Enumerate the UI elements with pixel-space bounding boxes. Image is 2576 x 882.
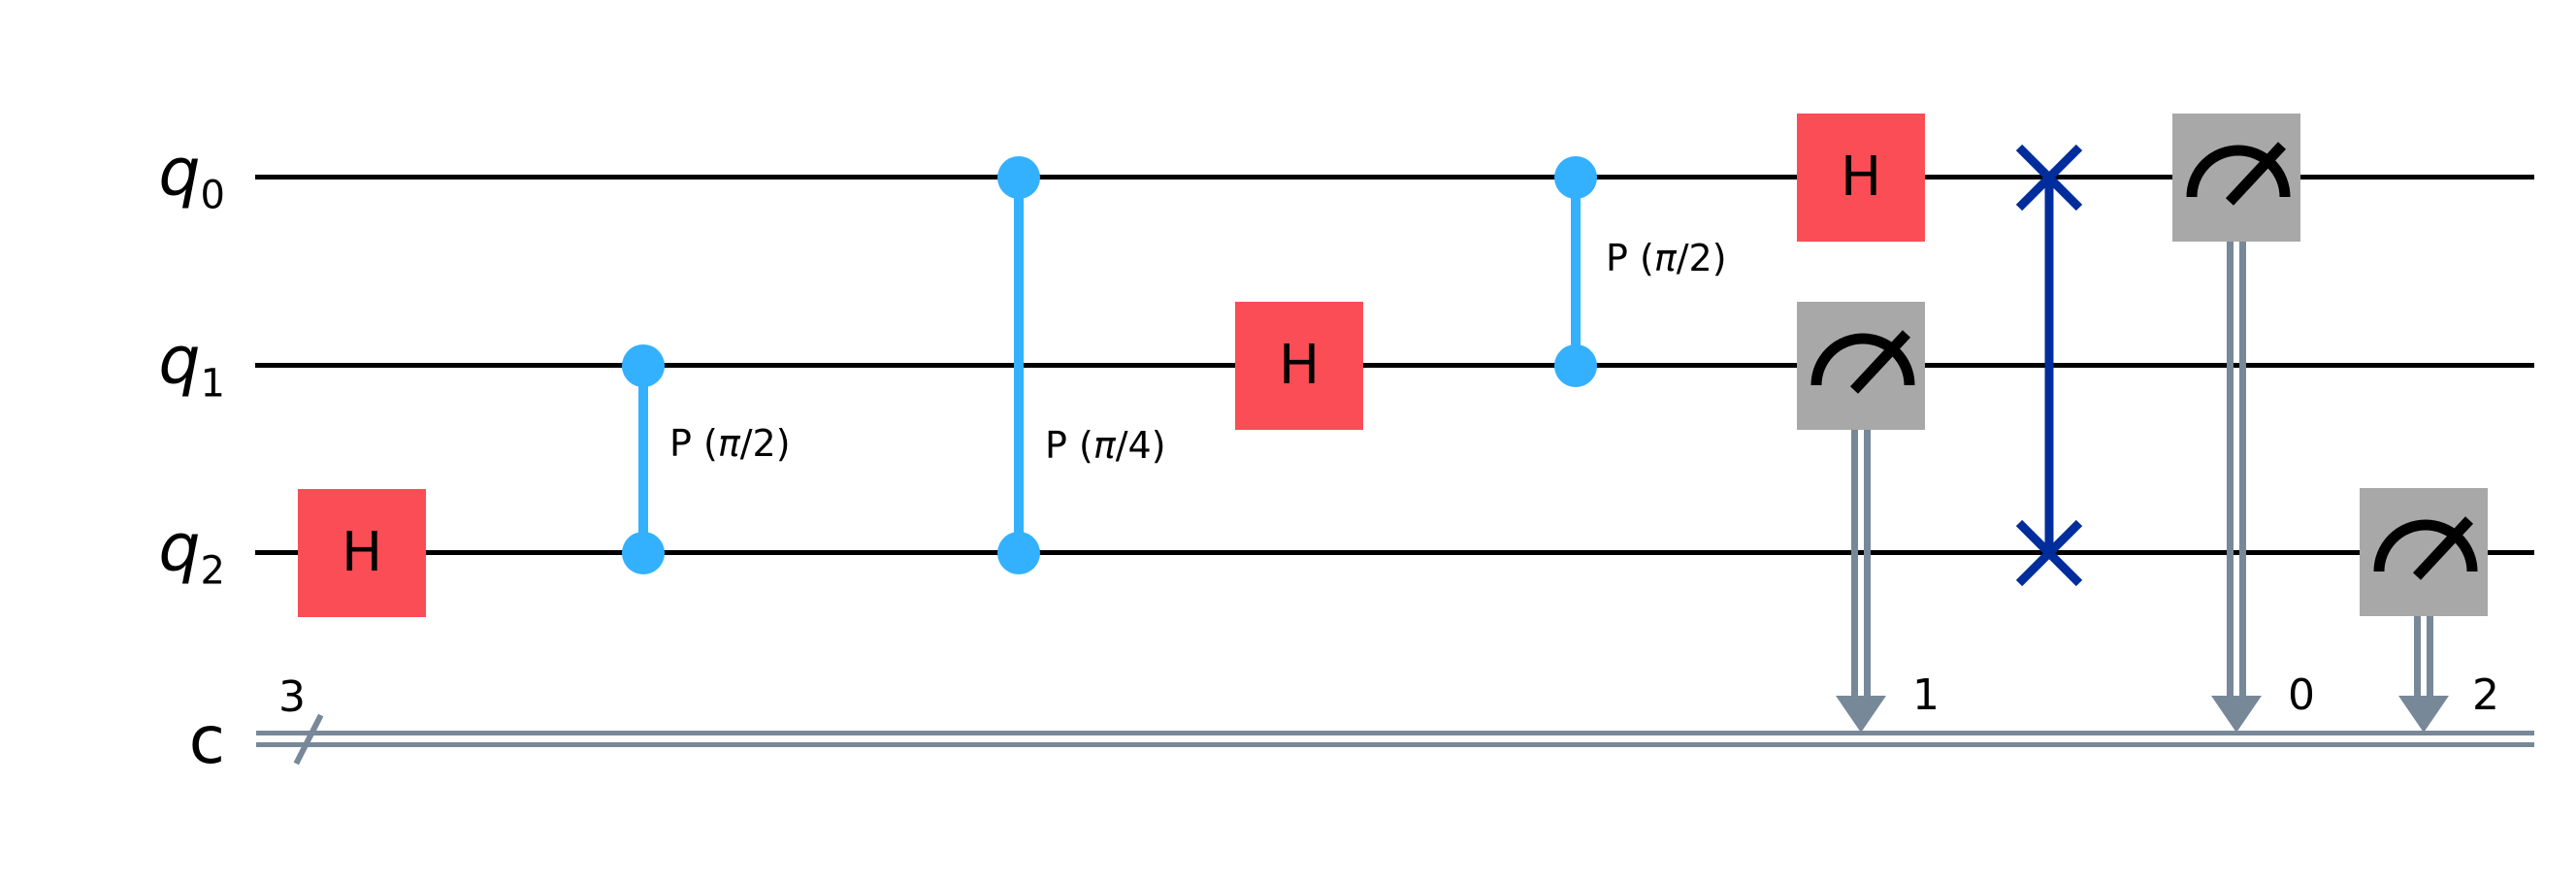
cp-gate-label: P (π/4) [1045,424,1166,468]
qubit-subscript: 1 [200,361,225,407]
cp-connector-line [638,366,648,553]
measure-wire-line [2239,242,2246,698]
cp-label-suffix: /4) [1115,424,1166,467]
qubit-label-q0: q0 [158,140,225,218]
control-dot-q2 [997,532,1040,574]
qubit-name: q [158,134,201,212]
h-gate-label: H [341,521,383,584]
control-dot-q1 [622,344,665,387]
measure-needle [2225,142,2287,206]
qubit-wire-q1 [255,363,2534,368]
clbit-index-label: 0 [2288,670,2315,720]
measure-gate-q1 [1797,302,1925,430]
swap-cross-q0 [2015,144,2083,212]
qubit-subscript: 2 [200,548,225,594]
measure-arrowhead [2398,696,2449,733]
clbit-index-label: 2 [2472,670,2499,720]
pi-symbol: π [1653,237,1677,279]
swap-gate [2015,144,2083,587]
measure-arc [2186,145,2291,198]
classical-size-label: 3 [278,672,306,722]
measure-icon [2373,516,2478,580]
measure-wire-line [2227,242,2234,698]
qubit-wire-q0 [255,175,2534,180]
pi-symbol: π [717,422,740,465]
measure-gate-q2 [2360,488,2488,616]
cp-label-suffix: /2) [1676,237,1727,279]
qubit-label-q2: q2 [158,515,225,594]
measure-arrowhead [1836,696,1886,733]
h-gate-q0: H [1797,114,1925,242]
clbit-index-label: 1 [1912,670,1940,720]
measure-arc [2373,519,2478,572]
cp-label-prefix: P ( [1606,237,1654,279]
measure-wire-line [2414,616,2421,698]
measure-gate-q0 [2172,114,2300,242]
measure-wire-line [1864,430,1871,698]
cp-gate-label: P (π/2) [1606,237,1727,280]
cp-label-prefix: P ( [669,422,718,465]
classical-wire-bottom [256,742,2534,747]
h-gate-q1: H [1235,302,1363,430]
control-dot-q0 [997,156,1040,199]
qubit-subscript: 0 [200,173,225,218]
h-gate-label: H [1278,334,1321,397]
measure-wire-line [2427,616,2433,698]
cp-connector-line [1014,178,1024,553]
control-dot-q1 [1554,344,1597,387]
measure-wire-line [1851,430,1858,698]
classical-label: c [189,708,225,774]
qubit-name: q [158,509,201,587]
measure-arrowhead [2211,696,2262,733]
swap-cross-q2 [2015,519,2083,587]
measure-icon [1810,330,1915,394]
cp-gate-label: P (π/2) [669,422,791,466]
qubit-wire-q2 [255,550,2534,555]
control-dot-q2 [622,532,665,574]
measure-needle [2412,516,2474,580]
h-gate-label: H [1840,146,1882,209]
measure-arc [1810,333,1915,386]
h-gate-q2: H [298,489,426,617]
cp-label-suffix: /2) [739,422,791,465]
cp-connector-line [1571,178,1581,366]
qubit-name: q [158,322,201,400]
qubit-label-q1: q1 [158,328,225,407]
classical-name: c [188,702,225,779]
control-dot-q0 [1554,156,1597,199]
measure-icon [2186,142,2291,206]
measure-needle [1849,330,1911,394]
classical-wire-top [256,731,2534,735]
cp-label-prefix: P ( [1045,424,1093,467]
pi-symbol: π [1092,424,1116,467]
